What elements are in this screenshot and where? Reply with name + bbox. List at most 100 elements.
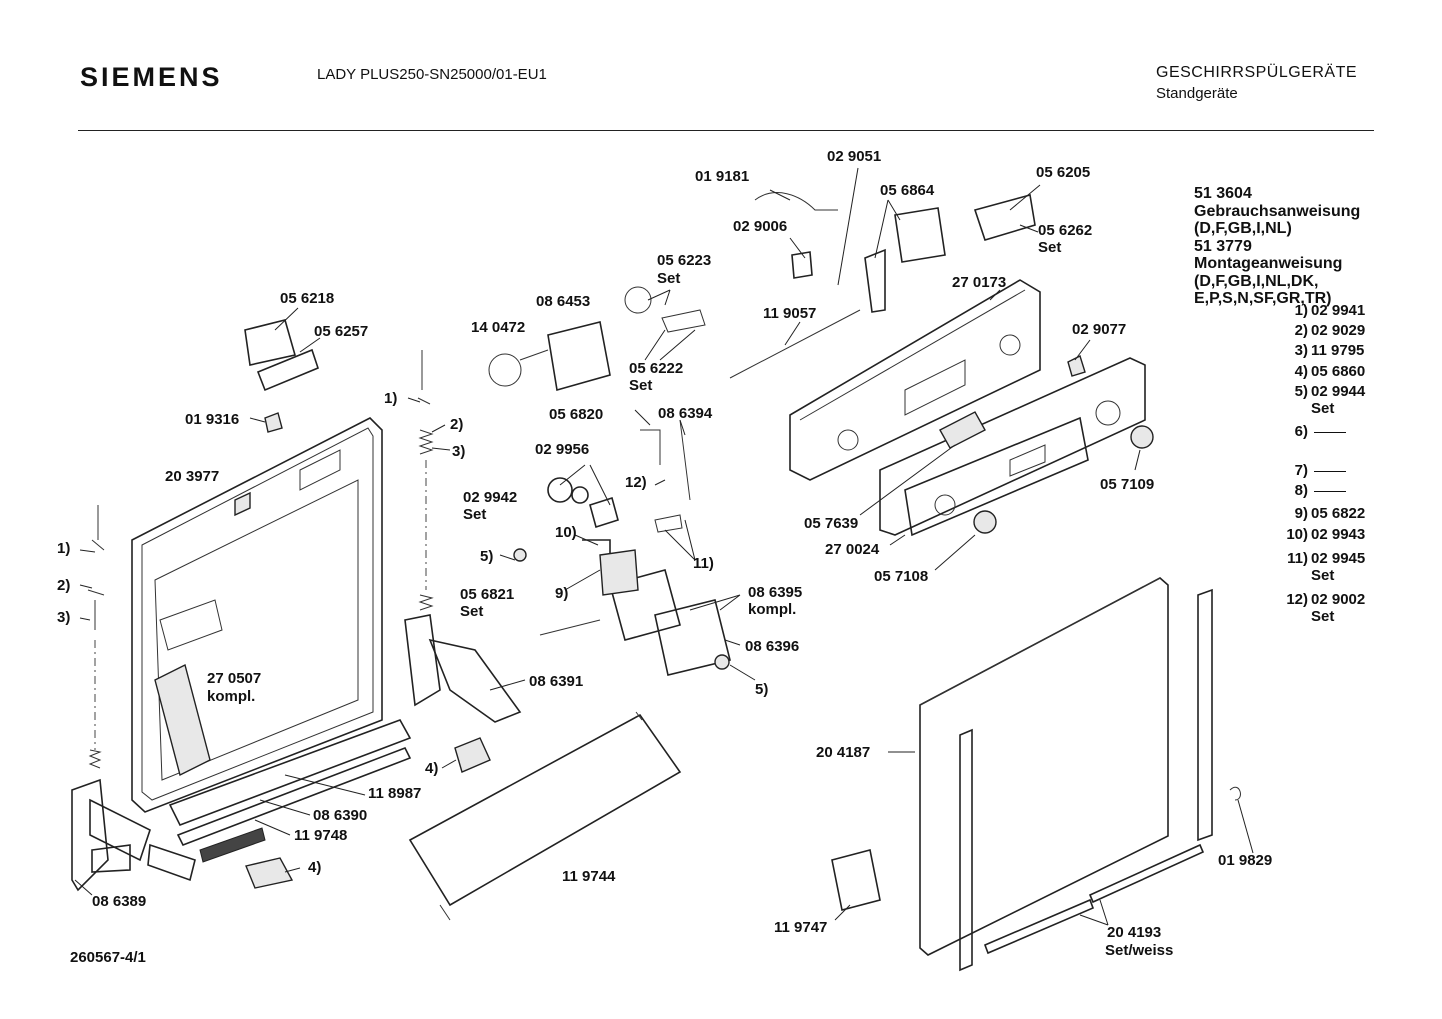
- callout-3-left: 3): [57, 609, 71, 626]
- switch-029006: [791, 251, 813, 279]
- callout-086395-kompl: kompl.: [748, 601, 797, 618]
- callout-056223-set: Set: [657, 270, 681, 287]
- clip-019316: [264, 412, 283, 433]
- callout-056262-set: Set: [1038, 239, 1062, 256]
- legend-key: 1): [1294, 302, 1308, 319]
- legend-empty-dash: [1314, 491, 1346, 492]
- callout-029077: 02 9077: [1072, 321, 1127, 338]
- callout-270173: 27 0173: [952, 274, 1007, 291]
- bottom-rails: [168, 719, 412, 863]
- legend-row: 5) 02 9944 Set: [1262, 383, 1382, 417]
- legend-sub: Set: [1311, 400, 1335, 417]
- callout-119748: 11 9748: [294, 827, 348, 844]
- legend-value: 02 9945: [1311, 550, 1366, 567]
- door-lock-assembly: [539, 419, 731, 676]
- callout-029051: 02 9051: [827, 148, 882, 165]
- callout-204193-set: Set/weiss: [1105, 942, 1174, 959]
- front-fascia: [879, 357, 1146, 537]
- legend-key: 10): [1286, 526, 1308, 543]
- callout-4-lower: 4): [308, 859, 322, 876]
- legend-row: 3) 11 9795: [1262, 342, 1382, 360]
- side-trim-left: [959, 728, 973, 972]
- callout-086391: 08 6391: [529, 673, 584, 690]
- screw-019829: [1229, 786, 1241, 801]
- callout-056222-set: Set: [629, 377, 653, 394]
- legend-row: 7): [1262, 462, 1382, 480]
- legend-row: 2) 02 9029: [1262, 322, 1382, 340]
- legend-value: 02 9941: [1311, 302, 1366, 319]
- legend-row: 11) 02 9945 Set: [1262, 550, 1382, 584]
- legend-row: 9) 05 6822: [1262, 505, 1382, 523]
- callout-9: 9): [555, 585, 569, 602]
- foot-blocks: [245, 737, 491, 889]
- control-panel: [789, 279, 1041, 481]
- callout-029956: 02 9956: [535, 441, 590, 458]
- legend-key: 7): [1294, 462, 1308, 479]
- doc-line: E,P,S,N,SF,GR,TR): [1194, 290, 1332, 307]
- kick-plate: [408, 711, 682, 921]
- legend-row: 8): [1262, 482, 1382, 500]
- callout-019829: 01 9829: [1218, 852, 1273, 869]
- callout-5-upper: 5): [480, 548, 494, 565]
- legend-value: 02 9943: [1311, 526, 1366, 543]
- callout-056821-set: Set: [460, 603, 484, 620]
- callout-056218: 05 6218: [280, 290, 335, 307]
- callout-056820: 05 6820: [549, 406, 604, 423]
- callout-10: 10): [555, 524, 577, 541]
- doc-line: (D,F,GB,I,NL,DK,: [1194, 272, 1319, 290]
- callout-029942-set: Set: [463, 506, 487, 523]
- callout-056257: 05 6257: [314, 323, 369, 340]
- side-trim-right: [1197, 588, 1213, 842]
- legend-key: 12): [1286, 591, 1308, 608]
- callout-056821: 05 6821: [460, 586, 515, 603]
- outer-door-panel: [919, 577, 1169, 956]
- legend-empty-dash: [1314, 471, 1346, 472]
- callout-5-lower: 5): [755, 681, 769, 698]
- bracket-assembly: [244, 319, 319, 392]
- right-hinge: [404, 614, 522, 723]
- callout-270507: 27 0507: [207, 670, 262, 687]
- callout-119057: 11 9057: [763, 305, 817, 322]
- drawing-number: 260567-4/1: [70, 949, 146, 966]
- legend-row: 12) 02 9002 Set: [1262, 591, 1382, 625]
- callout-056222: 05 6222: [629, 360, 684, 377]
- callout-056262: 05 6262: [1038, 222, 1093, 239]
- part-5-upper: [513, 548, 527, 562]
- knob-057108: [973, 510, 997, 534]
- legend-sub: Set: [1311, 567, 1335, 584]
- callout-2-left: 2): [57, 577, 71, 594]
- legend-key: 2): [1294, 322, 1308, 339]
- callout-3-right: 3): [452, 443, 466, 460]
- callout-119747: 11 9747: [774, 919, 828, 936]
- doc-line: 51 3604: [1194, 185, 1252, 202]
- header-divider: [78, 130, 1374, 131]
- legend-key: 6): [1294, 423, 1308, 440]
- bottom-trim-right: [1088, 843, 1205, 904]
- callout-086390: 08 6390: [313, 807, 368, 824]
- left-hinge: [71, 778, 196, 892]
- callout-086389: 08 6389: [92, 893, 147, 910]
- callout-029942: 02 9942: [463, 489, 518, 506]
- legend-value: 02 9002: [1311, 591, 1366, 608]
- callout-1-right: 1): [384, 390, 398, 407]
- callout-056864: 05 6864: [880, 182, 935, 199]
- callout-270024: 27 0024: [825, 541, 880, 558]
- hinge-bracket-119747: [831, 849, 881, 911]
- doc-line: 51 3779: [1194, 237, 1252, 255]
- category-title: GESCHIRRSPÜLGERÄTE: [1156, 64, 1358, 81]
- clip-029077: [1067, 355, 1086, 377]
- part-5-lower: [714, 654, 730, 670]
- legend-key: 4): [1294, 363, 1308, 380]
- doc-line: Gebrauchsanweisung: [1194, 202, 1361, 220]
- switch-056864: [894, 207, 946, 263]
- callout-056223: 05 6223: [657, 252, 712, 269]
- callout-056205: 05 6205: [1036, 164, 1091, 181]
- legend-sub: Set: [1311, 608, 1335, 625]
- callout-270507-kompl: kompl.: [207, 688, 256, 705]
- legend-value: 05 6822: [1311, 505, 1366, 522]
- callout-203977: 20 3977: [165, 468, 220, 485]
- legend-value: 05 6860: [1311, 363, 1366, 380]
- legend-row: 1) 02 9941: [1262, 302, 1382, 320]
- legend-key: 5): [1294, 383, 1308, 400]
